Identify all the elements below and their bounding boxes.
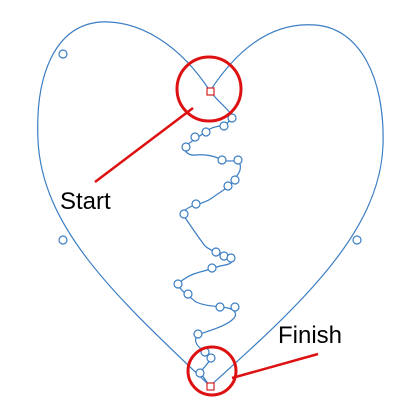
start-pointer-line — [94, 107, 194, 183]
zigzag-node — [226, 253, 236, 263]
zigzag-node — [233, 155, 243, 165]
zigzag-nodes — [173, 113, 243, 378]
zigzag-node — [230, 175, 240, 185]
outline-node — [58, 235, 68, 245]
zigzag-node — [190, 132, 200, 142]
zigzag-node — [195, 368, 205, 378]
zigzag-node — [211, 247, 221, 257]
zigzag-node — [173, 279, 183, 289]
zigzag-node — [179, 209, 189, 219]
start-label: Start — [60, 188, 111, 215]
zigzag-node — [206, 353, 216, 363]
zigzag-node — [191, 199, 201, 209]
zigzag-node — [201, 127, 211, 137]
outline-node — [58, 49, 68, 59]
zigzag-node — [183, 289, 193, 299]
zigzag-node — [217, 155, 227, 165]
outline-nodes — [58, 49, 362, 245]
finish-label: Finish — [278, 322, 343, 349]
start-anchor-icon — [206, 87, 215, 96]
finish-highlight-circle — [186, 345, 238, 397]
finish-pointer-line — [231, 352, 319, 380]
zigzag-node — [215, 302, 225, 312]
heart-right-outline — [209, 24, 384, 387]
zigzag-node — [230, 302, 240, 312]
zigzag-node — [227, 113, 237, 123]
heart-left-outline — [37, 21, 211, 387]
start-highlight-circle — [175, 55, 243, 123]
zigzag-node — [207, 263, 217, 273]
zigzag-node — [181, 142, 191, 152]
finish-anchor-icon — [206, 382, 215, 391]
zigzag-node — [223, 181, 233, 191]
outline-node — [352, 235, 362, 245]
zigzag-node — [219, 121, 229, 131]
zigzag-node — [193, 329, 203, 339]
